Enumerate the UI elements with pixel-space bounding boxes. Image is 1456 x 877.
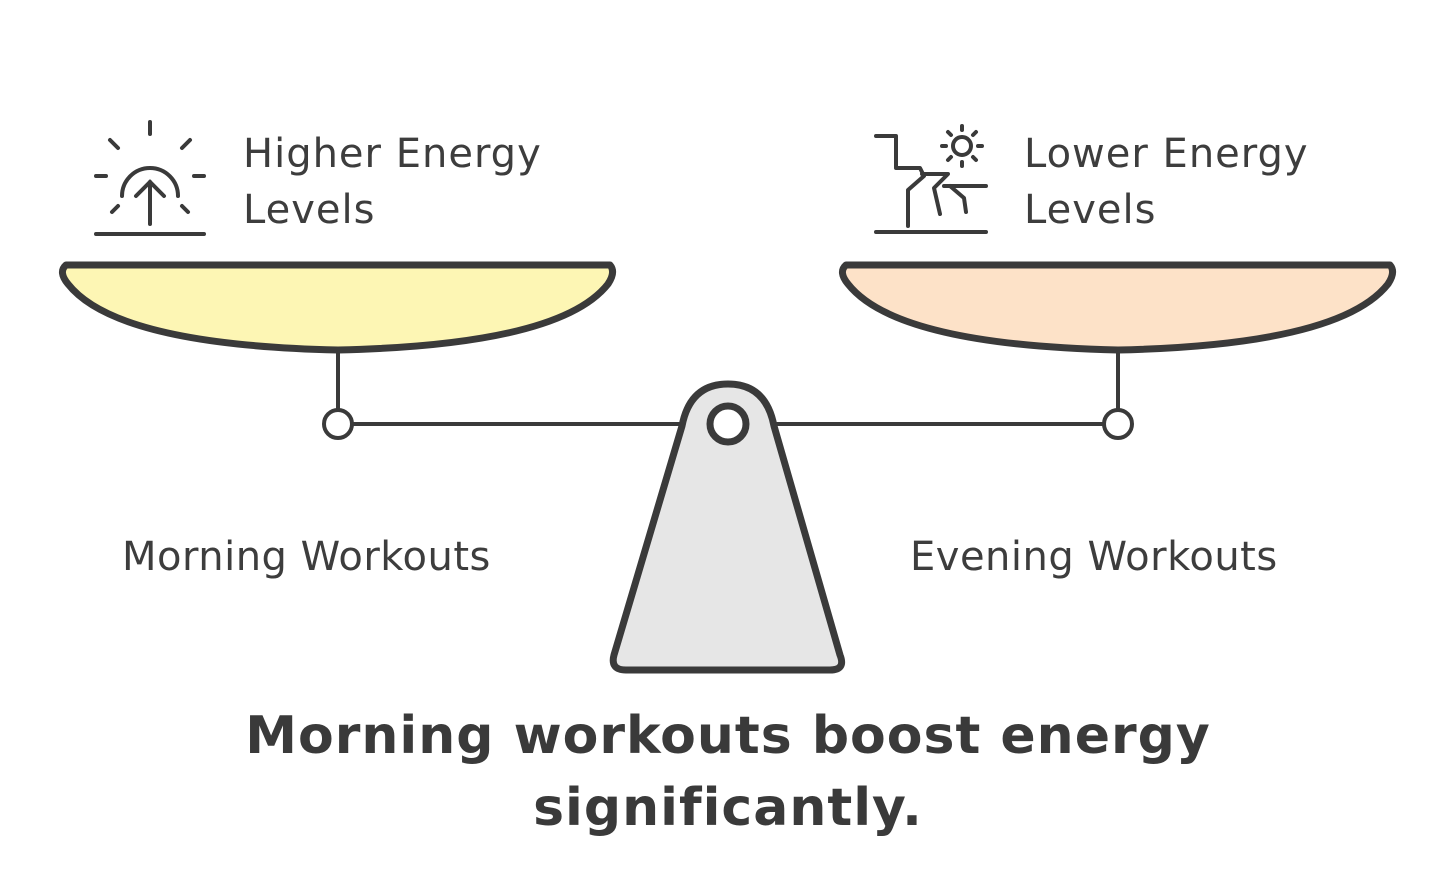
fulcrum [609,380,846,674]
right-pan-label-line1: Lower Energy [1024,131,1309,177]
caption-line2: significantly. [533,778,923,838]
left-pan [59,261,617,354]
left-pan-label: Higher Energy Levels [243,126,542,238]
morning-workouts-label: Morning Workouts [122,534,491,580]
right-hanger-joint [1102,408,1134,440]
diagram-caption: Morning workouts boost energy significan… [0,700,1456,844]
evening-workouts-label: Evening Workouts [910,534,1278,580]
left-pan-label-line2: Levels [243,187,376,233]
sunrise-arrow-icon [94,120,206,236]
left-hanger-joint [322,408,354,440]
sunset-canyon-icon [874,124,988,234]
right-pan-label: Lower Energy Levels [1024,126,1309,238]
right-pan [839,261,1397,354]
fulcrum-pivot [706,402,750,446]
left-pan-label-line1: Higher Energy [243,131,542,177]
right-pan-label-line2: Levels [1024,187,1157,233]
caption-line1: Morning workouts boost energy [245,706,1211,766]
